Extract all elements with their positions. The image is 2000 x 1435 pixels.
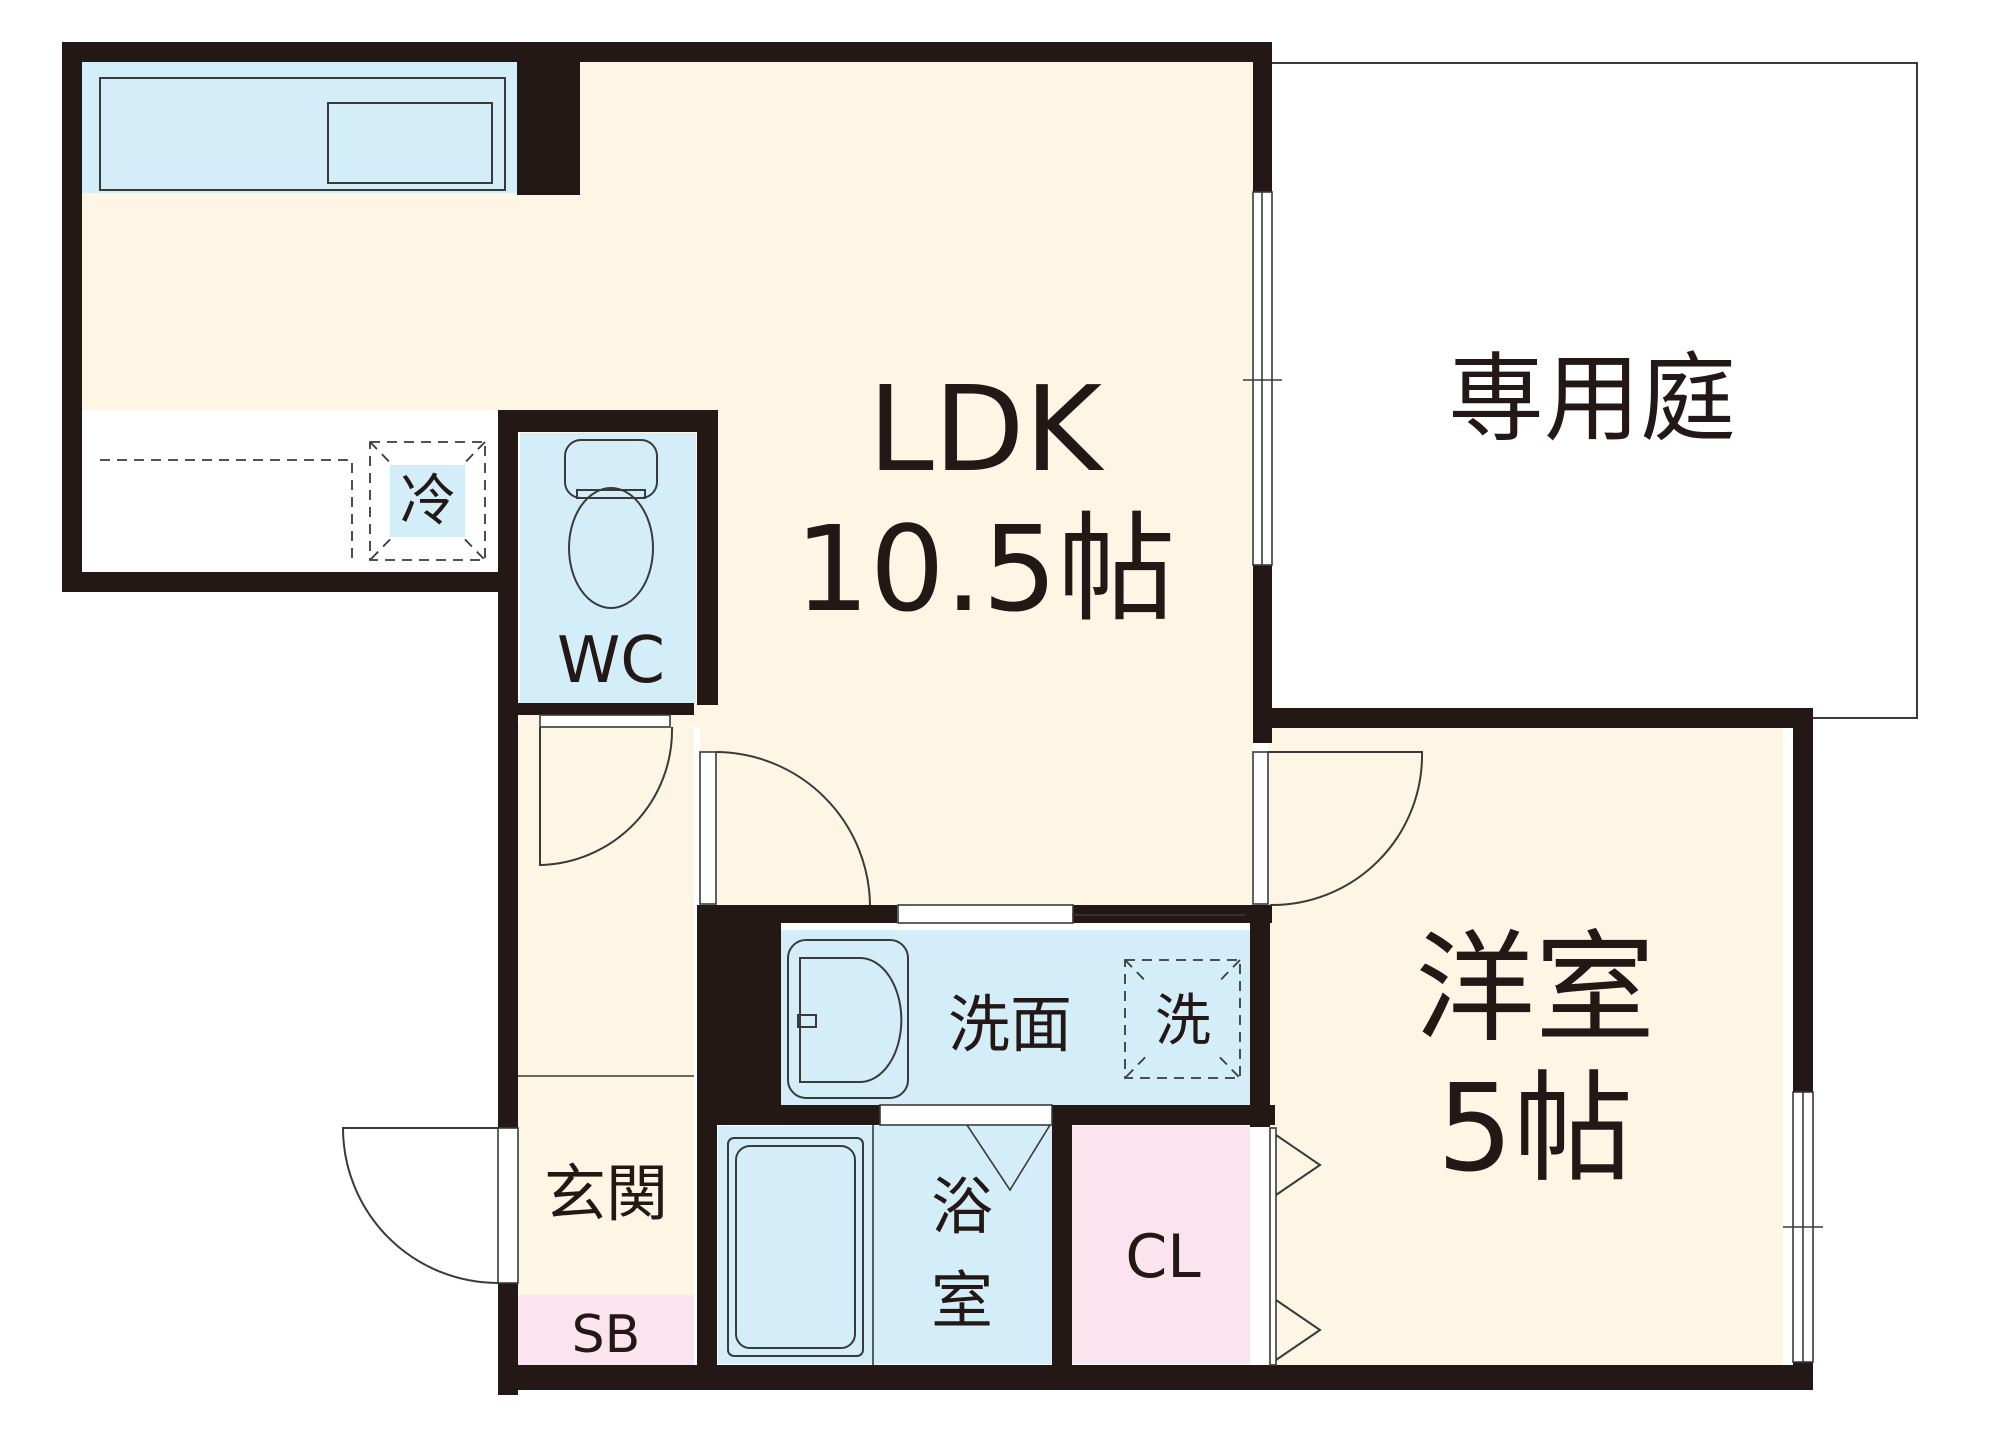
washbasin-icon — [787, 939, 909, 1099]
wc-name: WC — [557, 624, 665, 698]
fridge-mark: 冷 — [400, 469, 456, 534]
shoe-box-name: SB — [572, 1305, 641, 1365]
bath-name-line1: 浴 — [931, 1170, 993, 1243]
ldk-name: LDK — [868, 360, 1105, 498]
entrance-floor — [518, 723, 694, 1295]
washer-mark: 洗 — [1155, 989, 1211, 1054]
toilet-icon — [564, 439, 658, 609]
closet-name: CL — [1125, 1222, 1201, 1292]
fixtures: 冷 洗 — [99, 77, 1241, 1365]
entrance-name: 玄関 — [544, 1157, 668, 1230]
bathtub-icon — [727, 1137, 864, 1357]
wc-floor — [520, 433, 696, 703]
western-room-size: 5帖 — [1437, 1060, 1633, 1199]
windows — [1243, 191, 1823, 1363]
shoe-box-floor — [518, 1295, 694, 1365]
floors — [80, 60, 1783, 1365]
western-room-door — [1268, 751, 1424, 907]
wc-door — [539, 726, 674, 867]
front-door — [341, 1127, 499, 1284]
closet-floor — [1072, 1126, 1250, 1364]
bathroom-floor — [718, 1126, 1052, 1364]
private-garden-outline — [1270, 62, 1918, 719]
washer-space-icon: 洗 — [1124, 959, 1241, 1079]
bath-name-line2: 室 — [931, 1264, 993, 1337]
closet-door — [1275, 1134, 1322, 1361]
kitchen-counter-icon — [99, 77, 506, 191]
doors — [341, 714, 1424, 1366]
kitchen-counter — [80, 60, 517, 193]
western-room-name: 洋室 — [1415, 920, 1655, 1059]
garden-name: 専用庭 — [1448, 343, 1736, 455]
walls — [62, 42, 1813, 1395]
fridge-space-icon: 冷 — [369, 441, 486, 561]
ldk-size: 10.5帖 — [795, 500, 1176, 638]
washroom-name: 洗面 — [948, 988, 1072, 1061]
ldk-door — [715, 751, 871, 906]
western-room-floor — [1268, 728, 1783, 1365]
room-labels: LDK 10.5帖 専用庭 洋室 5帖 WC 洗面 浴 室 CL 玄関 SB — [544, 343, 1736, 1365]
